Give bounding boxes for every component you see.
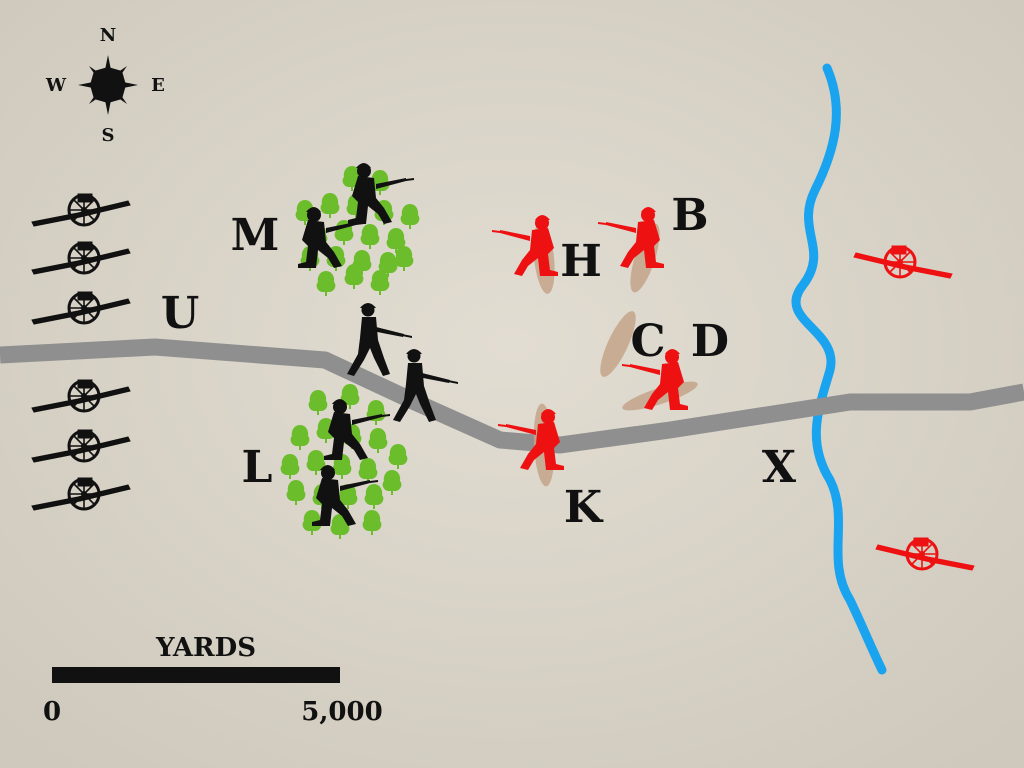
label-l: L xyxy=(242,442,273,493)
scale-bar-line xyxy=(52,667,340,683)
label-u: U xyxy=(161,288,199,339)
label-b: B xyxy=(671,190,708,241)
label-h: H xyxy=(560,236,602,287)
road xyxy=(0,338,1024,454)
scale-bar: YARDS 0 5,000 xyxy=(43,633,383,727)
compass-north: N xyxy=(100,25,116,46)
compass-east: E xyxy=(151,75,165,96)
position-labels: M U L H B C D K X xyxy=(161,190,797,533)
compass-rose-icon: N S E W xyxy=(45,25,165,146)
river xyxy=(791,63,887,675)
label-x: X xyxy=(762,442,797,493)
scale-start: 0 xyxy=(43,697,61,727)
scale-end: 5,000 xyxy=(301,697,382,727)
scale-title: YARDS xyxy=(155,633,256,663)
label-d: D xyxy=(691,316,729,367)
compass-west: W xyxy=(45,75,67,96)
label-c: C xyxy=(630,316,665,367)
label-k: K xyxy=(564,482,604,533)
compass-south: S xyxy=(102,125,115,146)
label-m: M xyxy=(231,210,280,261)
